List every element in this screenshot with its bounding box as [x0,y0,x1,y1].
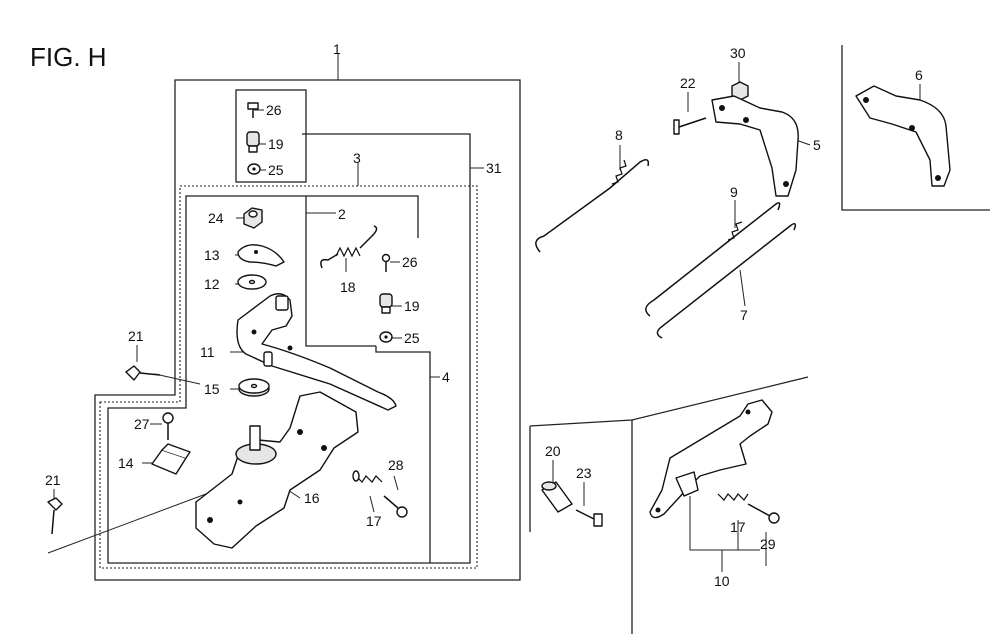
bolt-21-upper [125,365,161,381]
nut-24 [243,207,263,229]
callout-22: 22 [680,75,696,91]
callout-24: 24 [208,210,224,226]
callout-31: 31 [486,160,502,176]
base-plate-16 [195,391,359,549]
callout-14: 14 [118,455,134,471]
nut-19-upper [246,131,260,153]
callout-5: 5 [813,137,821,153]
figure-title: FIG. H [30,42,107,72]
callout-12: 12 [204,276,220,292]
bolt-21-lower [47,497,63,535]
callout-10: 10 [714,573,730,589]
bolt-26-lower [381,253,391,272]
callout-23: 23 [576,465,592,481]
bolt-22 [673,117,707,135]
callout-20: 20 [545,443,561,459]
spring-17-right [717,493,749,501]
assembly-frames [94,45,990,634]
callout-21-lower: 21 [45,472,61,488]
callout-28: 28 [388,457,404,473]
callout-17-right: 17 [730,519,746,535]
callout-4: 4 [442,369,450,385]
callout-labels: 1 2 3 4 5 6 7 8 9 10 11 12 13 14 15 16 1… [45,41,923,589]
callout-19-lower: 19 [404,298,420,314]
rod-7 [656,223,797,339]
bracket-5 [711,95,799,197]
callout-29: 29 [760,536,776,552]
washer-15 [238,378,270,397]
lever-11 [236,293,397,411]
leader-lines [47,54,921,572]
rod-9 [645,202,781,317]
bolt-23 [575,509,603,527]
callout-25-lower: 25 [404,330,420,346]
sleeve-20 [541,481,573,513]
spring-18 [320,225,378,269]
washer-25-upper [247,163,261,175]
callout-21-upper: 21 [128,328,144,344]
washer-25-lower [379,331,393,343]
callout-9: 9 [730,184,738,200]
clip-14 [151,443,191,475]
callout-16: 16 [304,490,320,506]
lever-assembly-10 [649,399,773,519]
callout-2: 2 [338,206,346,222]
callout-13: 13 [204,247,220,263]
bolt-26-upper [247,102,259,118]
callout-26-upper: 26 [266,102,282,118]
callout-19-upper: 19 [268,136,284,152]
bolt-28 [383,495,408,518]
bolt-27 [162,412,174,440]
callout-17-left: 17 [366,513,382,529]
bracket-6 [855,85,951,187]
nut-19-lower [379,293,393,314]
callout-8: 8 [615,127,623,143]
callout-30: 30 [730,45,746,61]
callout-26-lower: 26 [402,254,418,270]
callout-6: 6 [915,67,923,83]
rod-8 [535,159,650,253]
callout-7: 7 [740,307,748,323]
callout-15: 15 [204,381,220,397]
callout-18: 18 [340,279,356,295]
callout-3: 3 [353,150,361,166]
callout-1: 1 [333,41,341,57]
plate-13 [237,244,285,267]
callout-27: 27 [134,416,150,432]
washer-12 [237,274,267,290]
bolt-29 [747,503,780,524]
callout-25-upper: 25 [268,162,284,178]
spring-17-left [352,470,383,483]
callout-11: 11 [200,344,215,360]
